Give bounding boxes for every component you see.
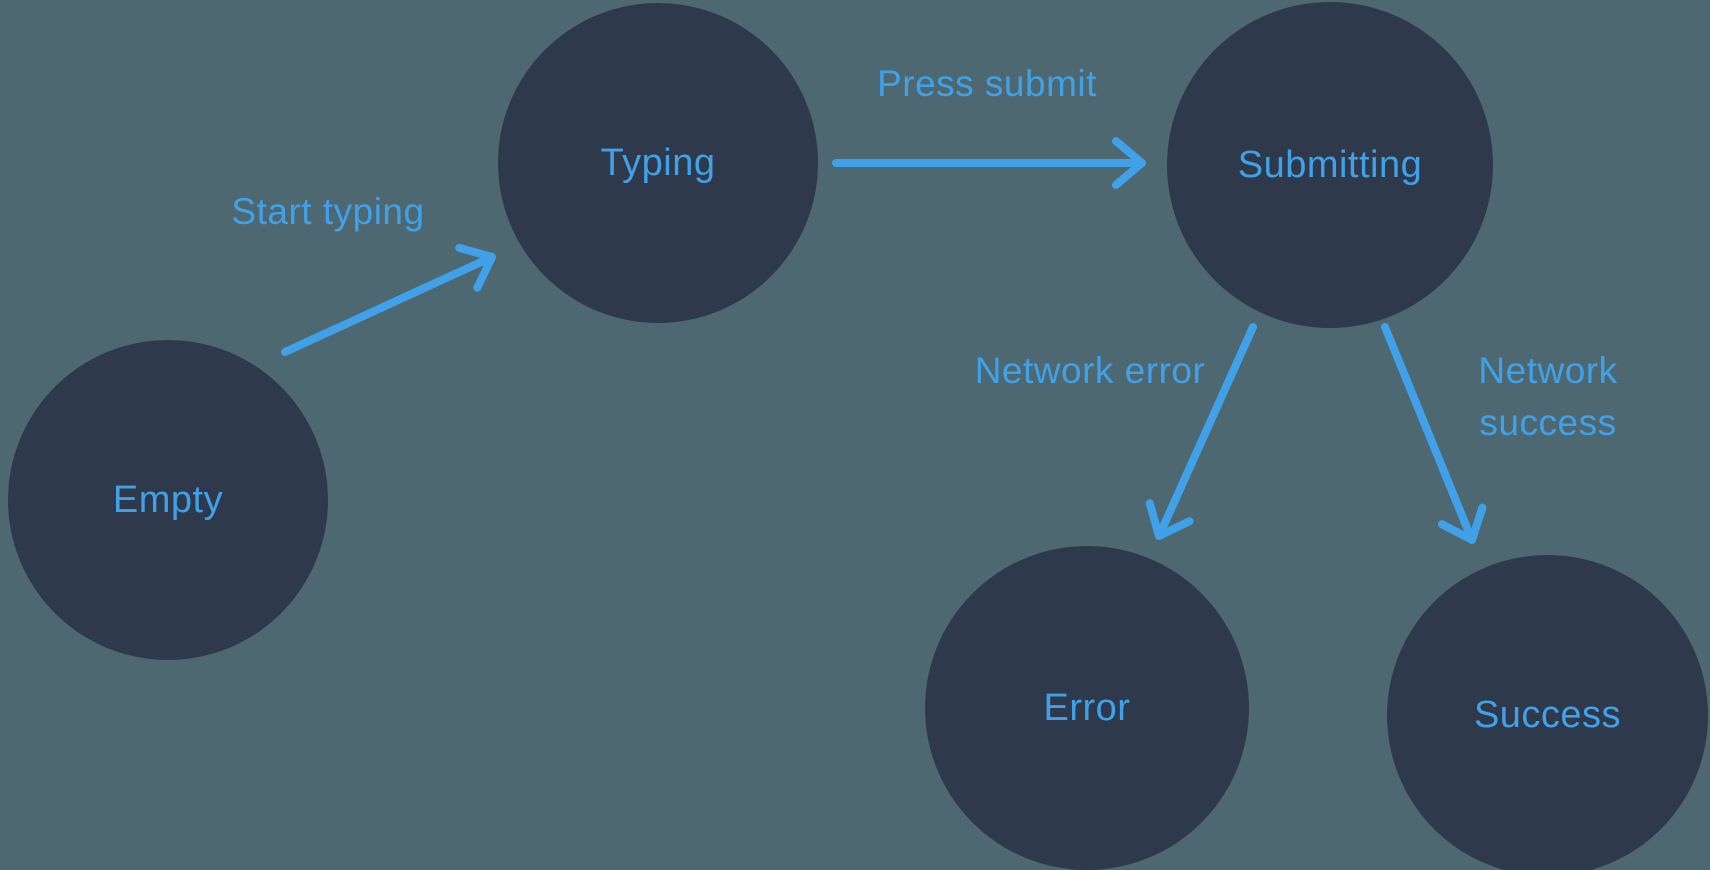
edge-label-network-error: Network error — [974, 350, 1206, 391]
edge-label-network-success: Network success — [1478, 350, 1618, 443]
edge-submitting-error-arrow — [1145, 323, 1257, 540]
node-empty: Empty — [8, 340, 328, 660]
node-error-label: Error — [1043, 686, 1131, 729]
node-submitting: Submitting — [1167, 2, 1493, 328]
node-success-label: Success — [1473, 694, 1622, 736]
edge-empty-typing-arrow — [281, 243, 496, 356]
edge-submitting-success-arrow — [1381, 323, 1487, 544]
edge-label-press-submit: Press submit — [877, 63, 1097, 104]
node-typing: Typing — [498, 3, 818, 323]
node-error: Error — [925, 546, 1249, 870]
node-success: Success — [1387, 555, 1708, 870]
node-submitting-label: Submitting — [1237, 143, 1423, 186]
node-empty-label: Empty — [112, 478, 224, 521]
edge-label-start-typing: Start typing — [231, 191, 425, 232]
edge-typing-submitting-arrow — [832, 137, 1146, 189]
node-typing-label: Typing — [600, 141, 716, 184]
